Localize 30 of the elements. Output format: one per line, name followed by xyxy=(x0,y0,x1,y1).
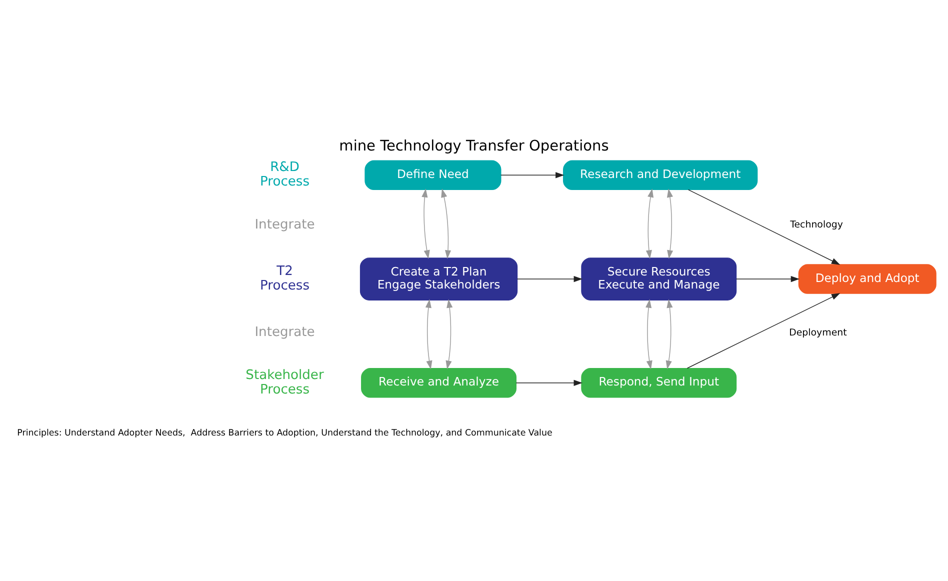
label: T2 Process xyxy=(260,263,310,293)
edge-label: Technology xyxy=(790,219,843,230)
label: Integrate xyxy=(254,324,315,340)
arrow xyxy=(446,298,453,369)
arrow xyxy=(441,188,452,258)
arrow xyxy=(425,298,432,369)
arrow xyxy=(646,298,652,369)
label: Principles: Understand Adopter Needs, Address Barriers to Adoption, Understand the Technology, and Communicate Value xyxy=(17,428,552,438)
label: Integrate xyxy=(254,216,315,232)
node-box: Define Need xyxy=(364,160,502,190)
diagram-title: mine Technology Transfer Operations xyxy=(339,138,609,154)
arrow xyxy=(500,172,564,178)
label: R&D Process xyxy=(260,160,310,190)
arrow xyxy=(516,275,582,282)
arrow xyxy=(422,188,430,258)
node-box: Receive and Analyze xyxy=(361,368,516,398)
arrow xyxy=(666,298,673,369)
node-box: Respond, Send Input xyxy=(581,368,737,398)
arrow xyxy=(516,379,582,386)
arrow xyxy=(646,188,654,258)
edge-label: Deployment xyxy=(789,326,847,338)
node-box: Create a T2 Plan Engage Stakeholders xyxy=(360,257,518,300)
label: Stakeholder Process xyxy=(246,367,324,397)
arrow xyxy=(736,275,800,282)
arrow xyxy=(666,188,674,258)
arrow xyxy=(686,292,840,368)
node-box: Deploy and Adopt xyxy=(798,264,936,294)
node-box: Research and Development xyxy=(562,160,758,190)
node-box: Secure Resources Execute and Manage xyxy=(581,257,737,300)
arrow xyxy=(688,188,840,264)
